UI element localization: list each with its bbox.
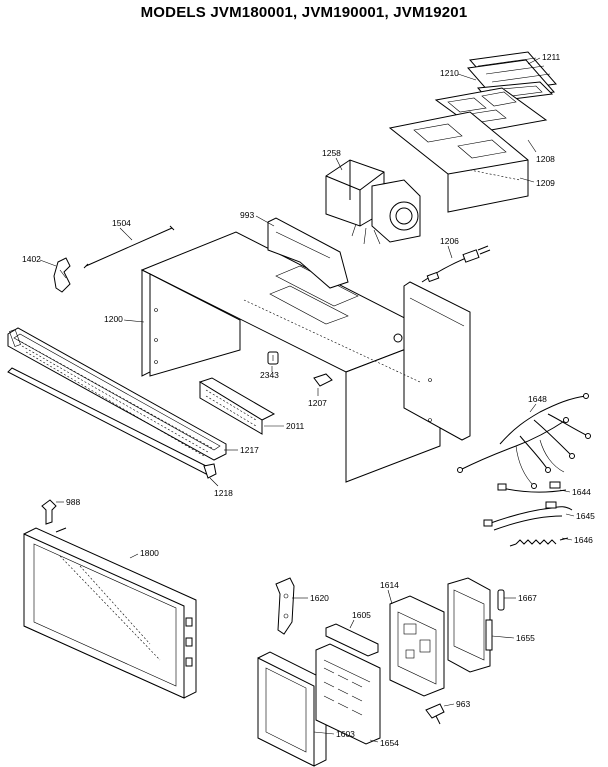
label-1258: 1258 xyxy=(322,148,341,158)
keypad-1654 xyxy=(315,643,381,745)
wire-1646 xyxy=(509,537,569,547)
light-lens-2011 xyxy=(198,377,276,435)
nameplate-1605 xyxy=(325,623,379,657)
label-993: 993 xyxy=(240,210,254,220)
label-1620: 1620 xyxy=(310,593,329,603)
rod-1504 xyxy=(83,225,175,269)
label-1667: 1667 xyxy=(518,593,537,603)
latch-988 xyxy=(41,499,57,525)
label-2343: 2343 xyxy=(260,370,279,380)
leader-lines xyxy=(39,57,575,743)
label-1200: 1200 xyxy=(104,314,123,324)
label-988: 988 xyxy=(66,497,80,507)
label-1217: 1217 xyxy=(240,445,259,455)
clip-2343 xyxy=(267,351,279,365)
label-1646: 1646 xyxy=(574,535,593,545)
wire-harness-1648 xyxy=(457,393,591,489)
label-1504: 1504 xyxy=(112,218,131,228)
door-1800 xyxy=(23,527,197,699)
cabinet-1200 xyxy=(140,217,471,483)
wire-1645 xyxy=(483,501,573,531)
wire-1644 xyxy=(497,481,567,493)
label-1614: 1614 xyxy=(380,580,399,590)
trim-strip-1218 xyxy=(7,367,217,479)
board-1655 xyxy=(447,577,493,673)
screw-963 xyxy=(425,703,445,725)
control-board-1614 xyxy=(389,595,445,697)
vent-plate-1209 xyxy=(388,111,529,213)
diagram-title: MODELS JVM180001, JVM190001, JVM19201 xyxy=(140,4,468,21)
label-1208: 1208 xyxy=(536,154,555,164)
panel-frame-1603 xyxy=(257,651,327,767)
label-1800: 1800 xyxy=(140,548,159,558)
label-1644: 1644 xyxy=(572,487,591,497)
label-1210: 1210 xyxy=(440,68,459,78)
label-1211: 1211 xyxy=(542,52,561,62)
label-1206: 1206 xyxy=(440,236,459,246)
hinge-1620 xyxy=(275,577,295,635)
label-1605: 1605 xyxy=(352,610,371,620)
label-1603: 1603 xyxy=(336,729,355,739)
label-1645: 1645 xyxy=(576,511,595,521)
bracket-1402 xyxy=(53,257,71,293)
label-963: 963 xyxy=(456,699,470,709)
power-cord-1206 xyxy=(421,245,491,283)
blower-motor-1258 xyxy=(325,159,421,245)
label-2011: 2011 xyxy=(286,421,305,431)
label-1402: 1402 xyxy=(22,254,41,264)
bracket-1207 xyxy=(313,373,333,387)
vent-grille-1217 xyxy=(7,327,227,461)
fuse-1667 xyxy=(497,589,505,611)
label-1648: 1648 xyxy=(528,394,547,404)
label-1209: 1209 xyxy=(536,178,555,188)
label-1655: 1655 xyxy=(516,633,535,643)
label-1654: 1654 xyxy=(380,738,399,748)
label-1218: 1218 xyxy=(214,488,233,498)
label-1207: 1207 xyxy=(308,398,327,408)
